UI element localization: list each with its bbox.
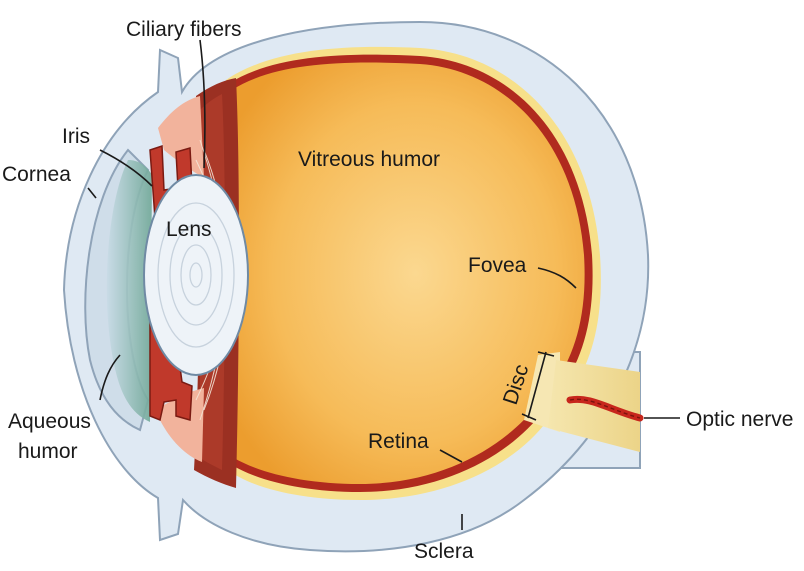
label-aqueous-line2: humor — [18, 440, 78, 463]
label-optic-nerve: Optic nerve — [686, 408, 793, 431]
label-retina: Retina — [368, 430, 429, 453]
label-lens: Lens — [166, 218, 212, 241]
label-vitreous-humor: Vitreous humor — [298, 148, 440, 171]
label-fovea: Fovea — [468, 254, 527, 277]
label-aqueous-line1: Aqueous — [8, 410, 91, 433]
label-iris: Iris — [62, 125, 90, 148]
label-cornea: Cornea — [2, 163, 71, 186]
label-ciliary-fibers: Ciliary fibers — [126, 18, 242, 41]
lens — [144, 175, 248, 375]
label-sclera: Sclera — [414, 540, 474, 563]
